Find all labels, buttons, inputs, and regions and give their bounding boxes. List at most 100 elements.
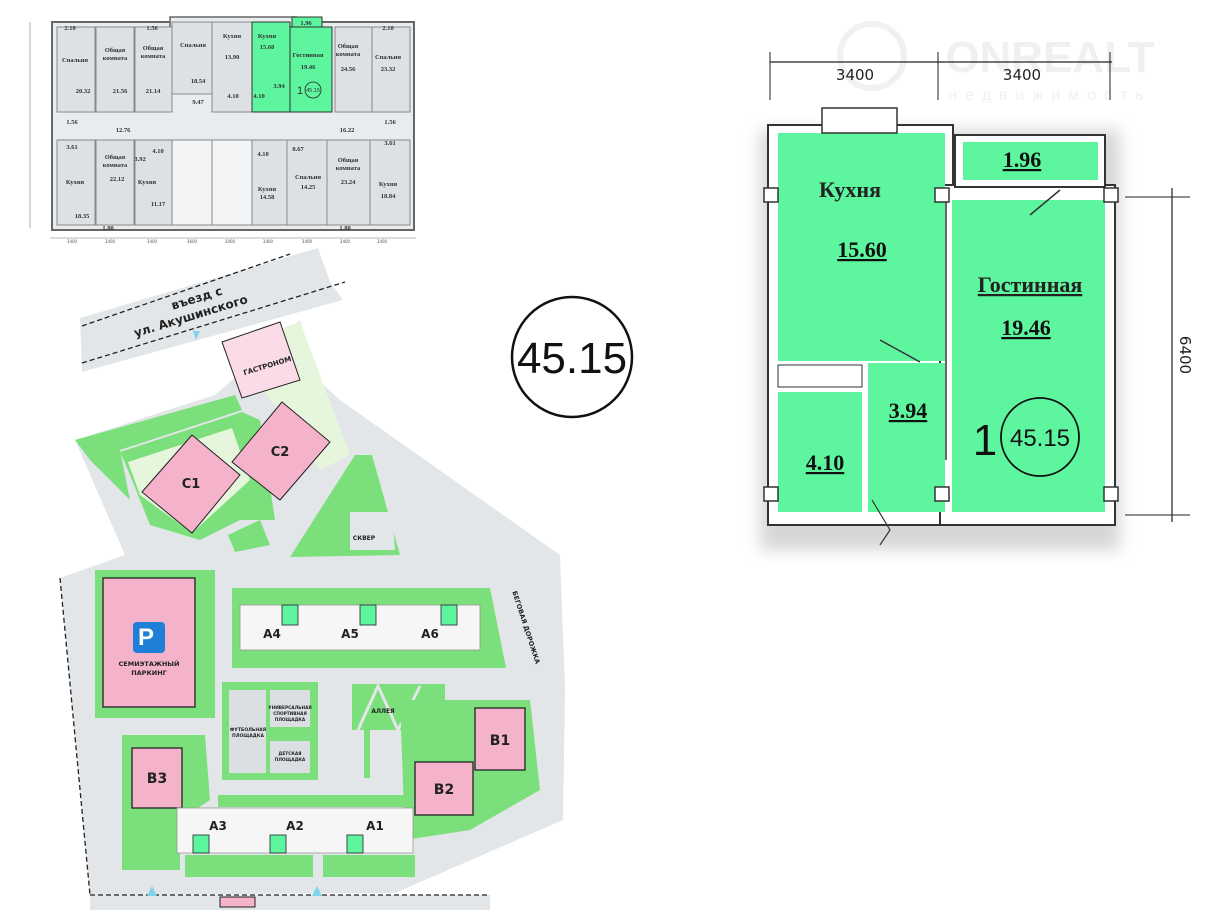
site-plan: въезд с ул. Акушинского ГАСТРОНОМ C2 C1 … xyxy=(59,248,565,910)
room-label: 3.61 xyxy=(384,140,395,147)
room-label: 1.56 xyxy=(66,119,78,126)
room-label: комната xyxy=(103,55,128,62)
apartment-plan: 3400 3400 6400 Кухня 15.60 1.96 Гостинн xyxy=(760,52,1194,550)
room-label: Общая xyxy=(338,157,359,164)
room-bathroom[interactable] xyxy=(778,392,862,512)
a5-label: A5 xyxy=(341,627,359,641)
building-gastronom[interactable] xyxy=(221,321,301,399)
room-label: 3.61 xyxy=(66,144,77,151)
c1-label: C1 xyxy=(182,477,201,492)
room-label: 2.10 xyxy=(64,25,75,32)
room-label: 12.76 xyxy=(116,127,131,134)
room-label: комната xyxy=(103,162,128,169)
room-label: 1.80 xyxy=(102,225,113,232)
kitchen-area: 15.60 xyxy=(837,237,887,262)
room-count: 1 xyxy=(297,85,303,97)
dim-label: 3000 xyxy=(225,239,236,244)
balcony-area: 1.96 xyxy=(1003,147,1042,172)
room-label: 22.12 xyxy=(110,176,125,183)
hallway-area: 3.94 xyxy=(889,398,928,423)
room-label: Кухня xyxy=(223,33,242,40)
sports-ground-label: УНИВЕРСАЛЬНАЯ xyxy=(268,705,311,711)
building-a1-a3[interactable] xyxy=(176,807,414,854)
room-label: 11.17 xyxy=(151,201,166,208)
room-label: 18.54 xyxy=(191,78,206,85)
a6-label: A6 xyxy=(421,627,439,641)
room-label: 24.56 xyxy=(341,66,356,73)
room-label: Кухня xyxy=(66,179,85,186)
room-living[interactable] xyxy=(952,200,1105,512)
room-label: 21.56 xyxy=(113,88,128,95)
living-room-label: Гостинная xyxy=(978,272,1083,297)
room-label: 4.10 xyxy=(152,148,163,155)
football-label: ФУТБОЛЬНАЯ xyxy=(230,727,267,733)
room-label: Общая xyxy=(338,43,359,50)
dim-label: 3400 xyxy=(377,239,388,244)
room-label: комната xyxy=(336,51,361,58)
room-label: 18.84 xyxy=(381,193,396,200)
rooms-count: 1 xyxy=(973,416,997,465)
room-label: Спальня xyxy=(180,42,207,49)
parking-label: СЕМИЭТАЖНЫЙ xyxy=(119,659,180,668)
entry-arrow-icon xyxy=(312,886,322,896)
room-label: 4.10 xyxy=(253,93,264,100)
room-label: Кухня xyxy=(138,179,157,186)
building-b1[interactable] xyxy=(474,707,526,771)
room-labels: 2.10 Спальня 20.32 Общая комната 21.56 О… xyxy=(62,20,402,232)
room-label: комната xyxy=(336,165,361,172)
dimension-right: 6400 xyxy=(1176,336,1194,374)
dim-label: 3400 xyxy=(263,239,274,244)
dim-label: 3400 xyxy=(147,239,158,244)
room-label: 2.10 xyxy=(382,25,393,32)
room-label: Общая xyxy=(105,47,126,54)
building-c2[interactable] xyxy=(231,401,331,501)
room-kitchen[interactable] xyxy=(778,133,945,361)
playground-label: ПЛОЩАДКА xyxy=(275,757,306,763)
room-label: Общая xyxy=(143,45,164,52)
c2-label: C2 xyxy=(271,445,290,460)
dim-label: 3400 xyxy=(340,239,351,244)
building-b2[interactable] xyxy=(414,761,474,816)
entry-arrow-icon xyxy=(147,886,157,896)
highlighted-apartment[interactable] xyxy=(251,16,333,113)
room-label: 18.35 xyxy=(75,213,90,220)
room-label: 4.10 xyxy=(227,93,238,100)
building-c1[interactable] xyxy=(141,434,241,534)
room-label: 3.92 xyxy=(134,156,145,163)
watermark-logo-icon xyxy=(837,21,907,91)
dim-label: 3600 xyxy=(187,239,198,244)
entrance-road xyxy=(80,248,343,372)
room-label: 20.32 xyxy=(76,88,91,95)
dim-label: 3400 xyxy=(67,239,78,244)
parking-letter: P xyxy=(138,624,154,651)
dim-label: 3400 xyxy=(105,239,116,244)
room-label: комната xyxy=(141,53,166,60)
room-label: 1.56 xyxy=(384,119,396,126)
room-balcony[interactable] xyxy=(963,142,1098,180)
room-label: Гостинная xyxy=(293,52,324,59)
alley-label: АЛЛЕЯ xyxy=(371,708,395,715)
entry-arrow-icon xyxy=(193,331,200,340)
dimension-top-right: 3400 xyxy=(1003,66,1041,84)
room-label: Общая xyxy=(105,154,126,161)
room-label: 3.94 xyxy=(273,83,285,90)
a1-label: A1 xyxy=(366,819,384,833)
watermark-brand: ONREALT xyxy=(945,33,1155,82)
mini-dimensions: 3400 3400 3400 3600 3000 3400 3400 3400 … xyxy=(29,22,416,244)
playground-label: ДЕТСКАЯ xyxy=(279,751,302,757)
room-hallway[interactable] xyxy=(868,363,945,512)
room-label: 1.96 xyxy=(300,20,312,27)
room-label: 8.67 xyxy=(292,146,304,153)
room-label: 15.60 xyxy=(260,44,275,51)
building-b3[interactable] xyxy=(131,747,183,809)
a3-label: A3 xyxy=(209,819,227,833)
sports-ground-label: ПЛОЩАДКА xyxy=(275,717,306,723)
room-label: Кухня xyxy=(258,33,277,40)
a4-label: A4 xyxy=(263,627,281,641)
room-label: Кухня xyxy=(258,186,277,193)
sports-ground-label: СПОРТИВНАЯ xyxy=(273,711,307,717)
room-label: Спальня xyxy=(295,174,322,181)
room-label: 4.10 xyxy=(257,151,268,158)
total-area: 45.15 xyxy=(1010,425,1070,452)
room-label: 13.90 xyxy=(225,54,240,61)
